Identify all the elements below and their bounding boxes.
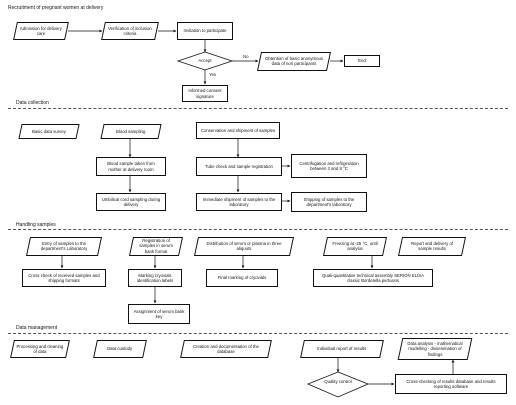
consent-box: Informed consent signature (182, 85, 228, 102)
accept-diamond (176, 51, 234, 71)
quality-diamond (306, 371, 370, 398)
entry-box: Entry of samples to the department's Lab… (25, 237, 103, 256)
blood-taken-box: Blood sample taken from mother at delive… (96, 157, 166, 176)
custody-box: Data custody (93, 340, 147, 358)
section-title-recruitment: Recruitment of pregnant women at deliver… (8, 5, 104, 11)
end-box: End (344, 55, 380, 67)
assignment-box: Assignment of serum bank key (128, 304, 190, 324)
final-marking-box: Final marking of cryovials (206, 269, 278, 287)
umbilical-box: Umbilical cord sampling during delivery (96, 193, 166, 211)
registration-box: Registration of samples in serum bank fo… (128, 237, 184, 256)
quali-box: Quali-quantitative technical assembly SE… (313, 269, 433, 287)
section-divider (8, 108, 508, 109)
no-label: No (243, 54, 249, 59)
section-title-data-management: Data management (16, 325, 58, 331)
yes-label: Yes (209, 72, 217, 77)
analysis-box: Data analysis - mathematical modelling -… (397, 338, 473, 360)
quality-label: Quality control (324, 379, 352, 384)
section-divider (8, 229, 508, 230)
distribution-box: Distribution of serum or plasma in three… (193, 237, 295, 256)
creation-box: Creation and documentation of the databa… (180, 340, 272, 358)
invitation-box: Invitation to participate (177, 22, 233, 40)
marking-box: Marking cryovials identification labels (128, 269, 182, 287)
shipping-box: Shipping of samples to the department's … (291, 192, 367, 212)
immediate-shipment-box: Immediate shipment of samples to the lab… (196, 193, 282, 211)
crosscheck-results-box: Cross-checking of results database and r… (395, 374, 507, 394)
conservation-box: Conservation and shipment of samples (196, 122, 280, 139)
accept-label: Accept (198, 58, 212, 63)
obtention-box: Obtention of basic anonymous data of non… (256, 52, 332, 71)
report-box: Report and delivery of sample results (397, 237, 467, 256)
basic-survey-box: Basic data survey (18, 124, 80, 139)
centrifugation-box: Centrifugation and refrigeration between… (291, 154, 367, 178)
processing-box: Processing and cleaning of data (10, 340, 70, 358)
freezing-box: Freezing at -25 °C, until analysis (322, 237, 388, 256)
section-divider (8, 333, 508, 334)
verification-box: Verification of inclusion criteria (101, 22, 159, 40)
admission-box: Admission for delivery care (13, 22, 69, 40)
blood-sampling-box: Blood sampling (100, 124, 162, 139)
tube-check-box: Tube check and sample registration (196, 157, 282, 176)
section-title-data-collection: Data collection (16, 100, 49, 106)
cross-check-box: Cross check of received samples and ship… (22, 269, 106, 287)
individual-report-box: Individual report of results (300, 340, 384, 358)
section-title-handling: Handling samples (16, 222, 56, 228)
